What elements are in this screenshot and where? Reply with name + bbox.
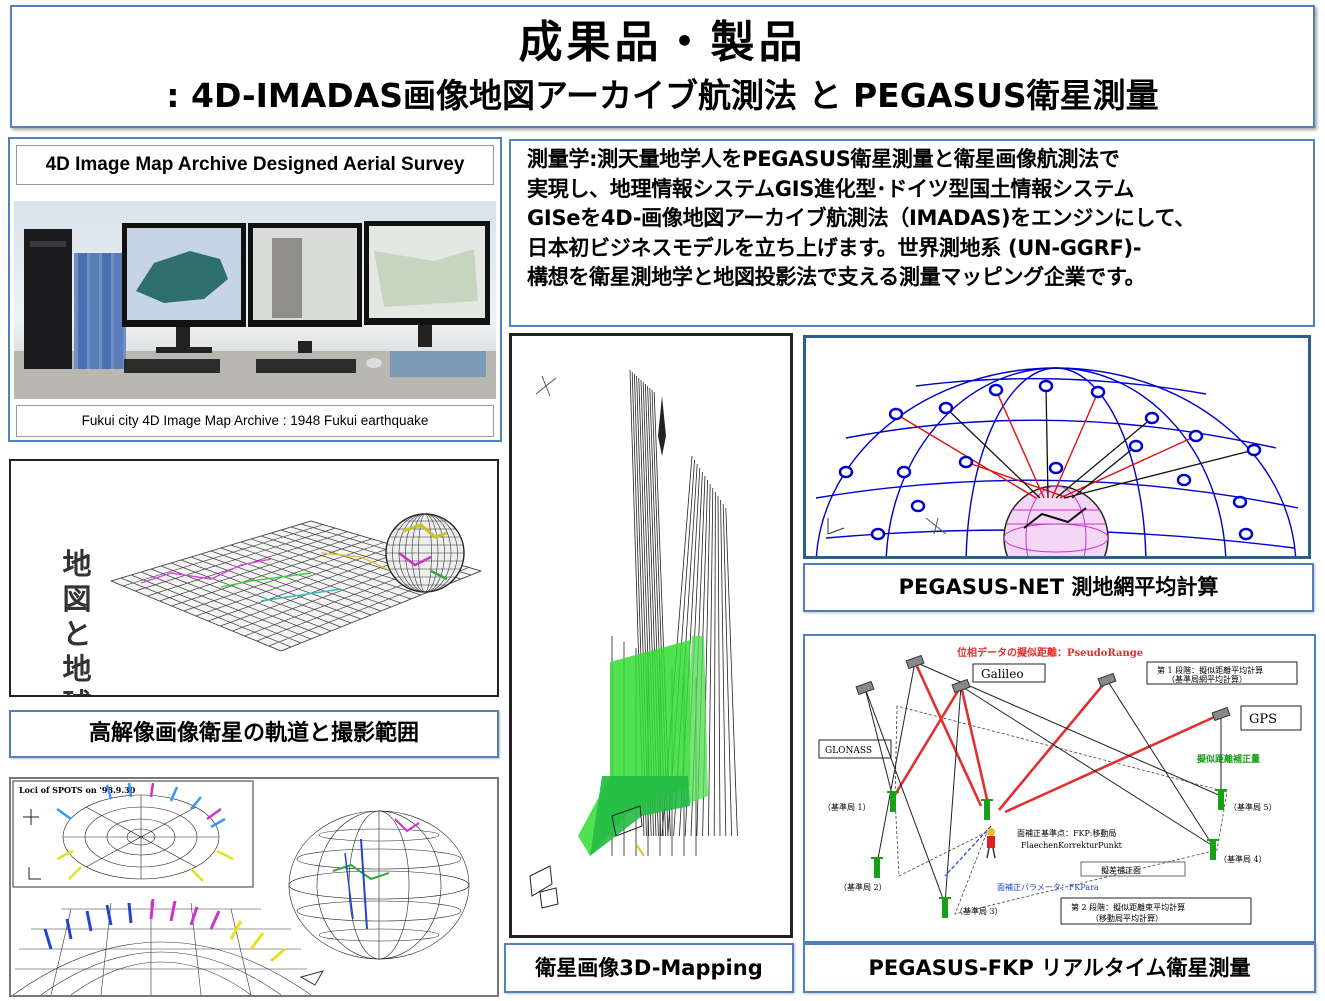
station2-label: （基準局 2） — [839, 882, 887, 892]
pegasus-fkp-caption: PEGASUS-FKP リアルタイム衛星測量 — [803, 943, 1316, 993]
station4-label: （基準局 4） — [1219, 854, 1267, 864]
description-line: 測量学:測天量地学人をPEGASUS衛星測量と衛星画像航測法で — [527, 147, 1120, 171]
station3-label: （基準局 3） — [955, 906, 1003, 916]
description-text: 測量学:測天量地学人をPEGASUS衛星測量と衛星画像航測法で 実現し、地理情報… — [527, 145, 1307, 293]
surveyor-icon — [986, 828, 996, 859]
earth-wireframe — [1003, 485, 1109, 556]
map-coastlines — [140, 552, 392, 602]
photo-caption-top: 4D Image Map Archive Designed Aerial Sur… — [16, 145, 494, 185]
page-title: 成果品・製品 — [518, 17, 807, 68]
page-subtitle: : 4D-IMADAS画像地図アーカイブ航測法 と PEGASUS衛星測量 — [166, 76, 1159, 115]
map-globe-vertical-label: 地 図 と 地 球 儀 — [62, 547, 92, 695]
satellite-orbit-figure: Loci of SPOTS on '98.9.30 — [9, 777, 499, 997]
description-line: 構想を衛星測地学と地図投影法で支える測量マッピング企業です。 — [527, 265, 1146, 289]
satellite-3d-mapping-figure — [509, 333, 793, 938]
station1-label: （基準局 1） — [823, 802, 871, 812]
globe-wireframe — [385, 513, 465, 593]
pegasus-net-caption: PEGASUS-NET 測地網平均計算 — [803, 563, 1314, 612]
description-line: 実現し、地理情報システムGIS進化型･ドイツ型国土情報システム — [527, 176, 1135, 201]
step2-line2: （移動局平均計算） — [1091, 913, 1163, 923]
mapping3d-caption: 衛星画像3D-Mapping — [504, 943, 794, 993]
station5-label: （基準局 5） — [1229, 802, 1277, 812]
fkp-diagram-illustration: 位相データの擬似距離：PseudoRange Galileo 第 1 段階：擬似… — [818, 646, 1302, 925]
description-line: 日本初ビジネスモデルを立ち上げます。世界測地系 (UN-GGRF)- — [527, 235, 1142, 260]
param-label: 面補正パラメータ：FKPara — [997, 882, 1099, 892]
fkp-heading: 位相データの擬似距離：PseudoRange — [957, 646, 1143, 659]
correction-label: 擬似距離補正量 — [1197, 753, 1260, 765]
title-banner: 成果品・製品 : 4D-IMADAS画像地図アーカイブ航測法 と PEGASUS… — [10, 5, 1315, 128]
orbit-illustration: Loci of SPOTS on '98.9.30 — [12, 780, 470, 995]
map-and-globe-figure: 地 図 と 地 球 儀 — [9, 459, 499, 697]
fkp-point-label: 面補正基準点：FKP:移動局 — [1017, 828, 1116, 838]
satellite-orbit-caption: 高解像画像衛星の軌道と撮影範囲 — [9, 710, 499, 758]
workstation-photo-panel: 4D Image Map Archive Designed Aerial Sur… — [8, 137, 502, 442]
galileo-label: Galileo — [981, 667, 1024, 681]
map-grid-and-globe — [109, 513, 483, 652]
glonass-label: GLONASS — [825, 746, 872, 756]
step1-line2: （基準局網平均計算） — [1167, 674, 1247, 684]
surface-label: 擬差補正面 — [1101, 865, 1141, 875]
gps-label: GPS — [1249, 712, 1277, 727]
workstation-illustration — [14, 221, 496, 399]
pegasus-net-figure — [803, 335, 1311, 559]
description-box: 測量学:測天量地学人をPEGASUS衛星測量と衛星画像航測法で 実現し、地理情報… — [509, 139, 1315, 327]
pegasus-net-illustration — [815, 367, 1299, 556]
fkp-point-de-label: FlaechenKorrekturPunkt — [1021, 841, 1123, 850]
pegasus-fkp-diagram: 位相データの擬似距離：PseudoRange Galileo 第 1 段階：擬似… — [803, 634, 1316, 943]
workstation-photo — [14, 201, 496, 399]
step2-line1: 第 2 段階：擬似距離束平均計算 — [1071, 902, 1185, 912]
orbit-figure-label: Loci of SPOTS on '98.9.30 — [19, 785, 136, 795]
description-line: GISeを4D-画像地図アーカイブ航測法（IMADAS)をエンジンにして、 — [527, 206, 1195, 230]
mapping3d-illustration — [529, 369, 738, 909]
step1-line1: 第 1 段階：擬似距離平均計算 — [1157, 665, 1263, 675]
photo-caption-bottom: Fukui city 4D Image Map Archive : 1948 F… — [16, 405, 494, 437]
